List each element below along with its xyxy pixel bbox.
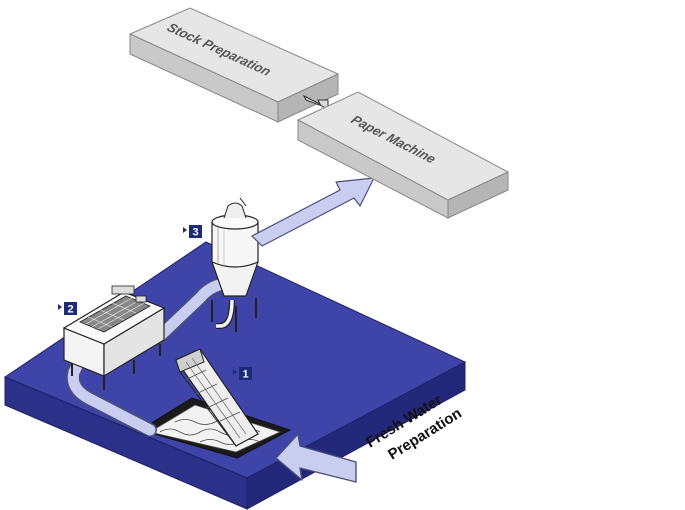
marker-2-label: 2: [67, 304, 73, 316]
triangle-pointer-icon: [233, 369, 237, 375]
marker-2[interactable]: 2: [58, 302, 77, 316]
paper-machine-box: Paper Machine: [296, 91, 510, 219]
arrow-to-paper-machine: [251, 177, 375, 247]
marker-1[interactable]: 1: [233, 367, 252, 381]
stock-preparation-box: Stock Preparation: [128, 7, 340, 123]
filter-tank: [62, 285, 166, 390]
silo-tank: [211, 197, 259, 332]
arrow-stock-to-paper: [302, 94, 329, 111]
triangle-pointer-icon: [58, 304, 62, 310]
screen-conveyor: [175, 348, 259, 447]
marker-3-label: 3: [192, 227, 198, 239]
triangle-pointer-icon: [183, 227, 187, 233]
marker-1-label: 1: [242, 369, 248, 381]
platform-side-right: [246, 361, 466, 510]
fresh-water-arrow: [275, 433, 357, 483]
marker-3[interactable]: 3: [183, 225, 202, 239]
